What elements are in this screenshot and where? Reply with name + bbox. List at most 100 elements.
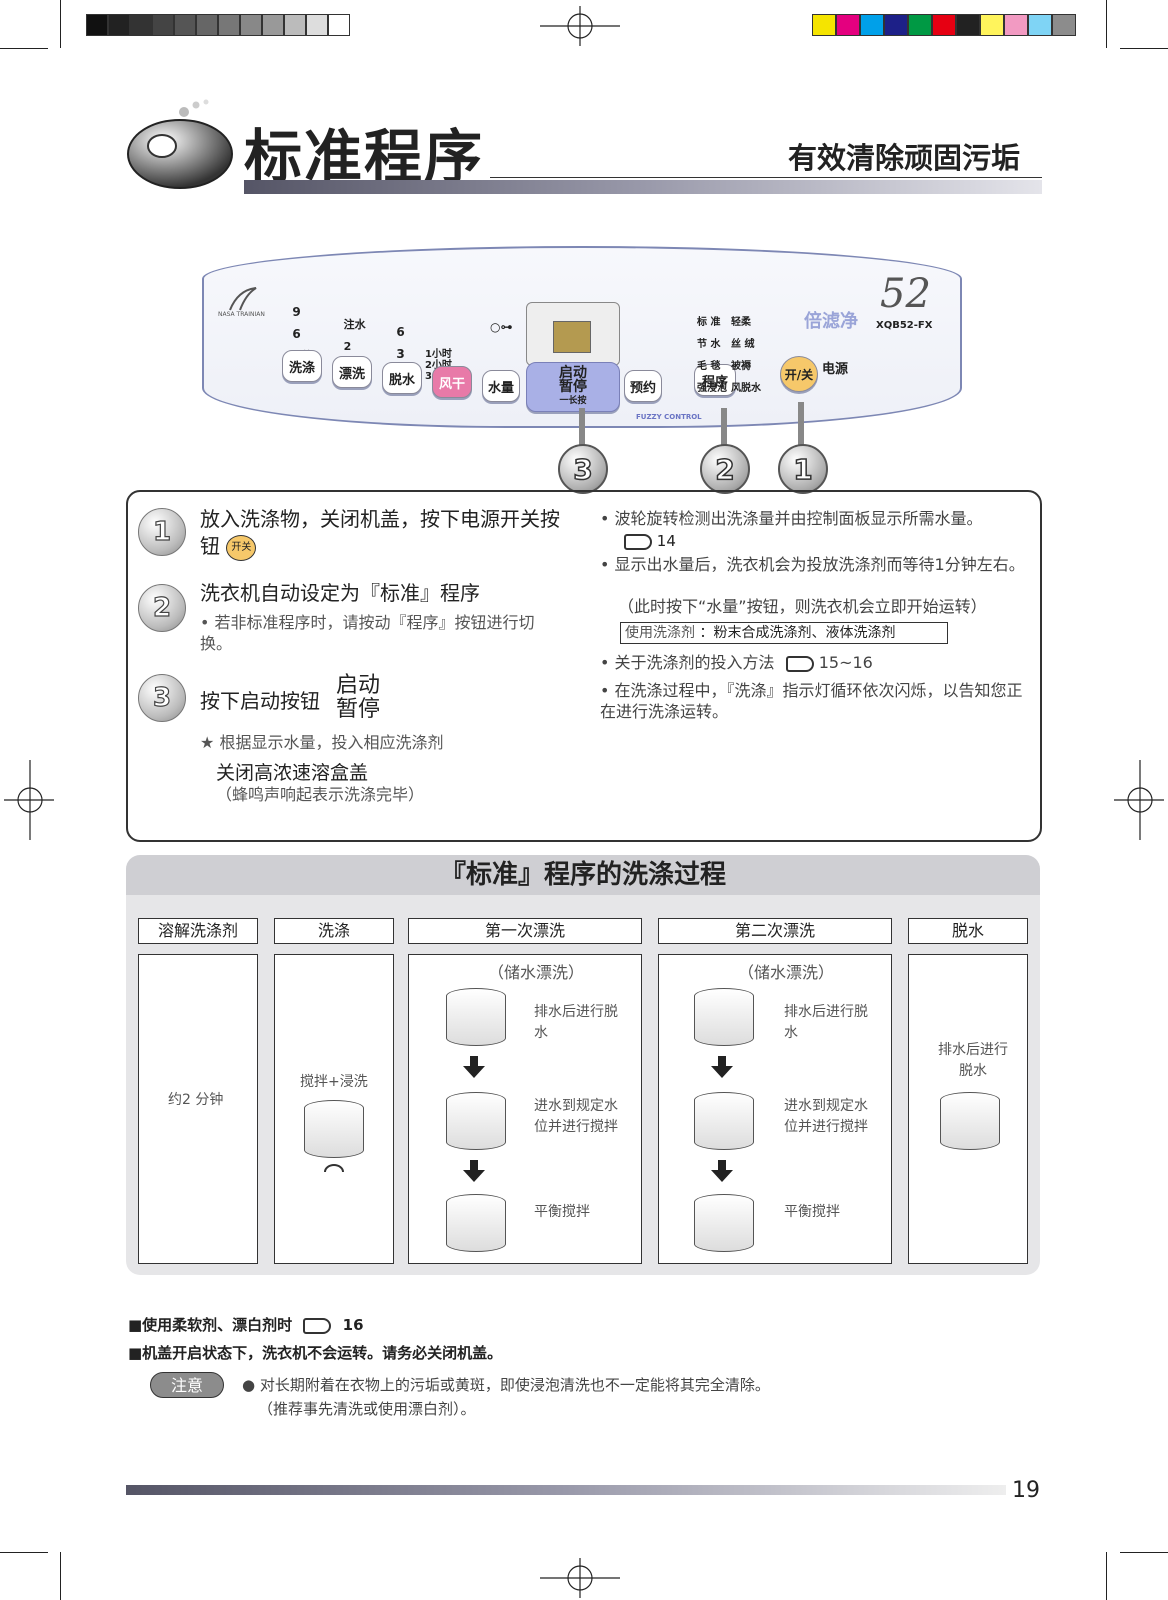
- program-soak: 强浸泡: [696, 383, 727, 394]
- rinse-button[interactable]: 漂洗: [332, 356, 372, 388]
- program-air-spin: 风脱水: [730, 383, 761, 394]
- callout-number-3: 3: [558, 444, 608, 494]
- start-label: 启动: [336, 673, 381, 698]
- step2-text: 洗衣机自动设定为『标准』程序: [200, 581, 480, 605]
- gray-swatch: [218, 14, 240, 36]
- color-swatch: [836, 14, 860, 36]
- program-standard: 标 准: [696, 317, 721, 328]
- power-button[interactable]: 开/关: [780, 356, 818, 392]
- note-wait-paren: （此时按下“水量”按钮，则洗衣机会立即开始运转）: [618, 597, 987, 616]
- crop-mark: [60, 0, 61, 48]
- note-wash-indicator: • 在洗涤过程中，『洗涤』指示灯循环依次闪烁，以告知您正在进行洗涤运转。: [600, 681, 1023, 721]
- color-bar: [812, 14, 1076, 36]
- step3-note: ★ 根据显示水量，投入相应洗涤剂: [200, 733, 444, 752]
- left-registration-mark: [4, 760, 54, 840]
- callout-number-1: 1: [778, 444, 828, 494]
- wash-button[interactable]: 洗涤: [282, 350, 322, 382]
- caution-text: ● 对长期附着在衣物上的污垢或黄斑，即使浸泡清洗也不一定能将其完全清除。: [242, 1376, 770, 1394]
- hand-pointer-icon: [624, 533, 652, 550]
- program-bedding: 被褥: [730, 361, 751, 372]
- dry-opt-2h: 2小时: [425, 360, 452, 371]
- col-head-rinse1: 第一次漂洗: [408, 918, 642, 944]
- title-gradient-rule: [244, 180, 1042, 194]
- program-button[interactable]: 程序: [694, 364, 736, 396]
- crop-mark: [0, 1552, 48, 1553]
- color-swatch: [884, 14, 908, 36]
- spin-button[interactable]: 脱水: [382, 362, 422, 394]
- instructions-box: [126, 490, 1042, 842]
- rinse2-step2: 进水到规定水位并进行搅拌: [784, 1098, 868, 1135]
- step1-instruction: 放入洗涤物，关闭机盖，按下电源开关按钮: [200, 507, 560, 558]
- col-body-dissolve: [138, 954, 258, 1264]
- gray-swatch: [240, 14, 262, 36]
- program-blanket: 毛 毯: [696, 361, 721, 372]
- rinse2-tub-balance: [694, 1194, 754, 1252]
- step3-sub-small: （蜂鸣声响起表示洗涤完毕）: [216, 785, 425, 804]
- step-number-3: 3: [138, 674, 186, 722]
- col-head-rinse2: 第二次漂洗: [658, 918, 892, 944]
- gray-swatch: [196, 14, 218, 36]
- crop-mark: [1106, 1552, 1107, 1600]
- rinse1-tub-spin: [446, 988, 506, 1046]
- start-pause-sublabel: 一长按: [559, 396, 587, 406]
- rinse-opt-2: 2: [343, 340, 352, 353]
- footer-rule: [126, 1485, 1006, 1495]
- rinse1-step3: 平衡搅拌: [534, 1204, 590, 1220]
- program-list-left: 标 准 节 水 毛 毯 强浸泡: [690, 306, 727, 394]
- rinse-opt-fill: 注水: [343, 318, 366, 331]
- process-title-bar: 『标准』程序的洗涤过程: [126, 855, 1040, 895]
- bottom-registration-mark: [540, 1558, 620, 1598]
- wash-tub-icon: [304, 1100, 364, 1158]
- color-swatch: [860, 14, 884, 36]
- color-swatch: [1004, 14, 1028, 36]
- program-list-right: 轻柔 丝 绒 被褥 风脱水: [724, 306, 761, 394]
- water-level-button[interactable]: 水量: [482, 370, 520, 402]
- right-registration-mark: [1114, 760, 1164, 840]
- display-window: [526, 302, 620, 366]
- rinse2-arrow1-head: [711, 1066, 733, 1078]
- color-swatch: [1052, 14, 1076, 36]
- schedule-button[interactable]: 预约: [624, 370, 662, 402]
- gray-swatch: [262, 14, 284, 36]
- step3-text: 按下启动按钮: [200, 689, 320, 713]
- note-softener: ■使用柔软剂、漂白剂时 16: [128, 1316, 364, 1334]
- dry-opt-1h: 1小时: [424, 349, 452, 360]
- rinse1-arrow2-head: [463, 1170, 485, 1182]
- rinse2-arrow2-head: [711, 1170, 733, 1182]
- note-ref-14: 14: [624, 532, 676, 550]
- pause-label: 暂停: [336, 697, 381, 722]
- brand-script: 倍滤净: [804, 311, 858, 332]
- note-lid: ■机盖开启状态下，洗衣机不会运转。请务必关闭机盖。: [128, 1344, 503, 1362]
- caution-paren: （推荐事先清洗或使用漂白剂）。: [258, 1400, 476, 1418]
- crop-mark: [1120, 48, 1168, 49]
- col-head-dissolve: 溶解洗涤剂: [138, 918, 258, 944]
- rinse1-arrow2-stem: [470, 1160, 478, 1170]
- lock-icon: ○⊶: [490, 320, 513, 334]
- rinse1-tub-fill: [446, 1092, 506, 1150]
- rinse1-subtitle: （储水漂洗）: [488, 963, 585, 982]
- gray-swatch: [130, 14, 152, 36]
- air-dry-button[interactable]: 风干: [432, 366, 472, 398]
- gray-swatch: [306, 14, 328, 36]
- rinse2-arrow2-stem: [718, 1160, 726, 1170]
- rinse2-tub-fill: [694, 1092, 754, 1150]
- gray-swatch: [152, 14, 174, 36]
- color-swatch: [980, 14, 1004, 36]
- rotate-icon: [324, 1164, 344, 1173]
- rinse1-tub-balance: [446, 1194, 506, 1252]
- detergent-label: 使用洗涤剂: [625, 625, 695, 641]
- program-gentle: 轻柔: [730, 317, 751, 328]
- step1-text: 放入洗涤物，关闭机盖，按下电源开关按钮 开关: [200, 506, 560, 561]
- power-label: 电源: [822, 362, 849, 377]
- hand-pointer-icon: [785, 655, 814, 672]
- crop-mark: [0, 48, 48, 49]
- crop-mark: [1106, 0, 1107, 48]
- crop-mark: [60, 1552, 61, 1600]
- start-pause-button[interactable]: 启动 暂停 一长按: [526, 362, 620, 412]
- start-pause-label: 启动 暂停: [559, 365, 587, 395]
- crop-mark: [1120, 1552, 1168, 1553]
- gray-swatch: [284, 14, 306, 36]
- wash-desc: 搅拌+浸洗: [300, 1074, 368, 1090]
- callout-number-2: 2: [700, 444, 750, 494]
- page-title: 标准程序: [244, 123, 485, 191]
